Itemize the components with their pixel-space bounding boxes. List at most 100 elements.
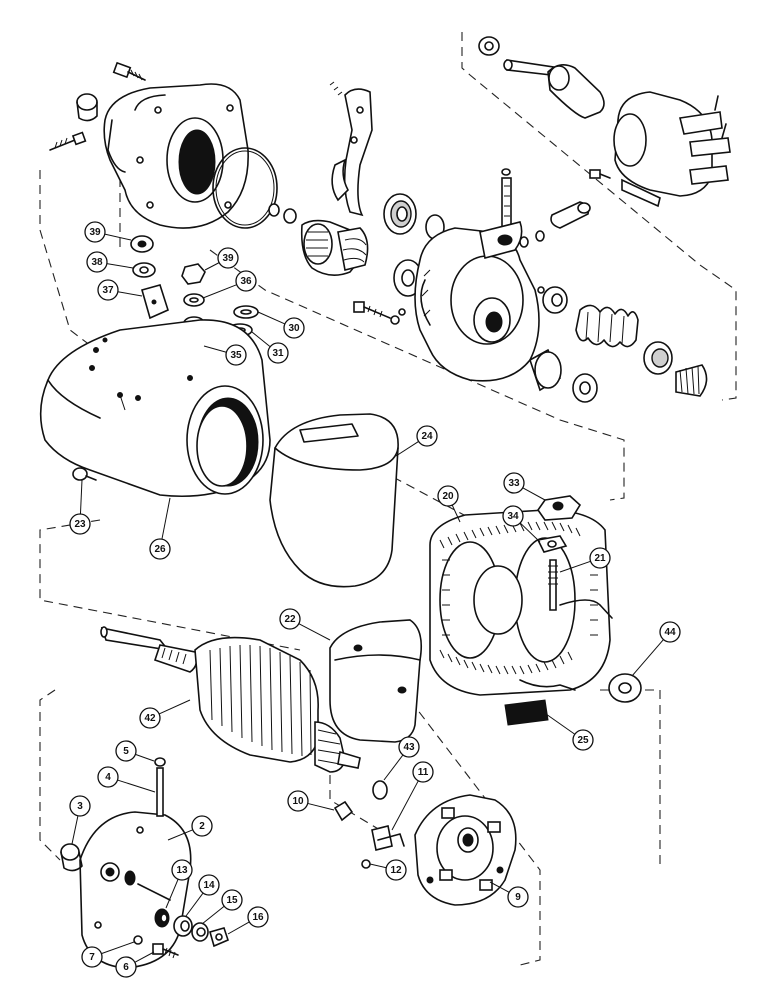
callout-number: 11: [418, 767, 429, 778]
callout-number: 5: [123, 746, 129, 757]
small-nut: [361, 859, 371, 869]
callout-leader-line: [489, 881, 510, 893]
callout-number: 39: [89, 227, 101, 238]
callout-leader-line: [369, 863, 387, 869]
plunger-stud: [550, 201, 591, 229]
callout-c25: 25: [545, 713, 594, 751]
callout-leader-line: [631, 639, 664, 677]
end-plate-bushing: [60, 843, 83, 872]
brush-clip: [333, 800, 354, 822]
callout-number: 13: [176, 865, 188, 876]
callout-c13: 13: [165, 859, 193, 909]
callout-leader-line: [227, 921, 250, 935]
callout-circle: [97, 766, 119, 788]
plunger-boot: [675, 364, 708, 397]
callout-number: 10: [292, 796, 304, 807]
callout-c3: 3: [69, 795, 91, 845]
callout-c43: 43: [383, 736, 420, 781]
callout-c33: 33: [503, 472, 546, 501]
callout-leader-line: [383, 754, 404, 781]
brush-bracket: [371, 825, 405, 851]
callout-circle: [398, 736, 420, 758]
callout-c20: 20: [437, 485, 461, 523]
return-spring: [575, 304, 639, 348]
callout-number: 12: [390, 865, 402, 876]
callout-circle: [149, 538, 171, 560]
callout-c34: 34: [502, 505, 541, 543]
callout-number: 3: [77, 801, 83, 812]
lever-housing: [414, 221, 540, 382]
callout-c2: 2: [167, 815, 213, 841]
terminal-nut: [537, 495, 582, 521]
callout-c23: 23: [69, 479, 91, 535]
drive-end-housing: [49, 61, 249, 229]
callout-circle: [198, 874, 220, 896]
callout-number: 16: [252, 912, 264, 923]
callout-leader-line: [135, 753, 155, 762]
drive-seal: [383, 193, 417, 235]
callout-leader-line: [117, 779, 156, 793]
callout-leader-line: [307, 802, 335, 811]
pin-cap: [154, 757, 166, 767]
callout-circle: [221, 889, 243, 911]
callout-number: 7: [89, 952, 95, 963]
callout-circle: [235, 270, 257, 292]
brush-holder-plate: [414, 794, 517, 906]
callout-circle: [69, 795, 91, 817]
callout-circle: [115, 956, 137, 978]
housing-screw: [49, 131, 87, 151]
shift-pin: [501, 168, 512, 231]
callout-circle: [385, 859, 407, 881]
callout-number: 4: [105, 772, 111, 783]
callout-number: 30: [288, 323, 300, 334]
callout-number: 15: [226, 895, 238, 906]
callout-c39b: 39: [204, 247, 239, 271]
housing-o-ring: [212, 147, 278, 229]
callout-leader-line: [185, 892, 204, 917]
housing-bolt: [112, 61, 146, 81]
callout-circle: [502, 505, 524, 527]
callout-circle: [191, 815, 213, 837]
callout-circle: [279, 608, 301, 630]
callout-leader-line: [545, 713, 576, 735]
callout-circle: [69, 513, 91, 535]
callout-leader-line: [204, 262, 220, 271]
callout-number: 25: [577, 735, 589, 746]
callout-leader-line: [298, 623, 331, 641]
callout-leader-line: [165, 879, 179, 909]
callout-leader-line: [158, 699, 191, 715]
callout-number: 43: [403, 742, 415, 753]
callout-circle: [115, 740, 137, 762]
callout-c24: 24: [395, 425, 438, 457]
callout-c7: 7: [81, 941, 135, 968]
callout-leader-line: [395, 441, 419, 457]
callout-number: 22: [284, 614, 296, 625]
callout-circle: [139, 707, 161, 729]
callout-leader-line: [257, 311, 286, 325]
callout-circle: [572, 729, 594, 751]
callout-c35: 35: [203, 344, 247, 366]
callout-leader-line: [117, 291, 143, 297]
end-plate-bolt: [152, 943, 179, 959]
callout-circle: [283, 317, 305, 339]
callout-c22: 22: [279, 608, 331, 641]
callout-circle: [589, 547, 611, 569]
callout-c36: 36: [202, 270, 257, 299]
callout-circle: [86, 251, 108, 273]
housing-bolt-small: [353, 301, 391, 319]
callout-c31: 31: [251, 331, 289, 364]
callout-circle: [97, 279, 119, 301]
callout-circle: [287, 790, 309, 812]
callout-number: 2: [199, 821, 205, 832]
callout-c42: 42: [139, 699, 191, 729]
callout-layer: 3938373936303135242326333420212244254254…: [69, 221, 681, 978]
callout-number: 42: [144, 713, 156, 724]
callout-number: 44: [664, 627, 676, 638]
small-screw: [133, 935, 143, 945]
callout-number: 33: [508, 478, 520, 489]
callout-leader-line: [101, 941, 135, 955]
callout-leader-line: [203, 345, 227, 353]
callout-number: 9: [515, 892, 521, 903]
